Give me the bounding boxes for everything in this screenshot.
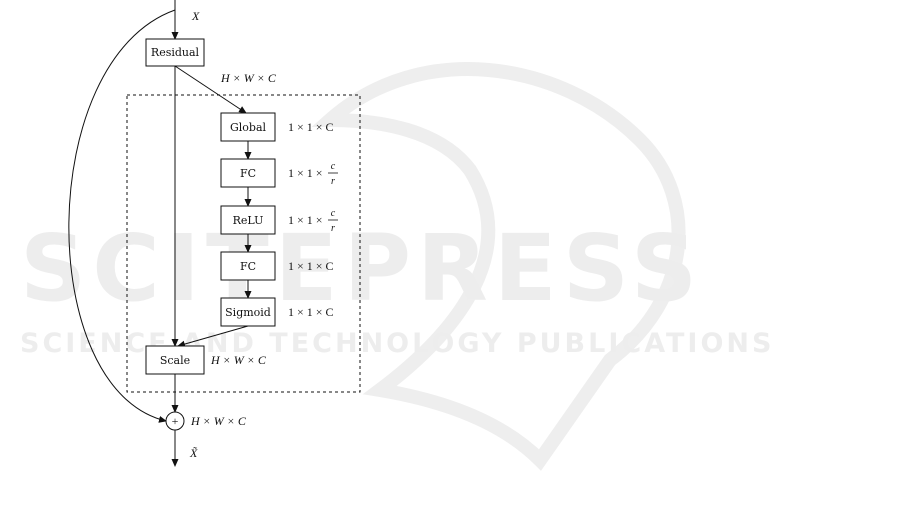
- watermark-subtitle: SCIENCE AND TECHNOLOGY PUBLICATIONS: [20, 328, 774, 359]
- global-dim: 1 × 1 × C: [288, 120, 334, 134]
- input-label: X: [191, 9, 200, 23]
- fc2-dim: 1 × 1 × C: [288, 259, 334, 273]
- watermark: SCITEPRESS SCIENCE AND TECHNOLOGY PUBLIC…: [20, 69, 774, 460]
- residual-label: Residual: [151, 46, 200, 59]
- sum-dim: H × W × C: [190, 414, 247, 428]
- global-label: Global: [230, 121, 267, 134]
- relu-label: ReLU: [233, 214, 264, 227]
- residual-output-dim: H × W × C: [220, 71, 277, 85]
- watermark-title: SCITEPRESS: [20, 215, 703, 322]
- fc1-dim-numerator: c: [331, 161, 336, 172]
- scale-label: Scale: [160, 354, 190, 367]
- relu-dim-prefix: 1 × 1 ×: [288, 213, 323, 227]
- relu-dim-numerator: c: [331, 208, 336, 219]
- output-label: X̃: [189, 446, 198, 460]
- fc1-dim-denominator: r: [331, 176, 335, 187]
- fc2-label: FC: [240, 260, 256, 273]
- relu-dim-denominator: r: [331, 223, 335, 234]
- fc1-dim-prefix: 1 × 1 ×: [288, 166, 323, 180]
- sigmoid-dim: 1 × 1 × C: [288, 305, 334, 319]
- scale-dim: H × W × C: [210, 353, 267, 367]
- fc1-label: FC: [240, 167, 256, 180]
- sigmoid-label: Sigmoid: [225, 306, 271, 319]
- sum-symbol: +: [172, 414, 179, 428]
